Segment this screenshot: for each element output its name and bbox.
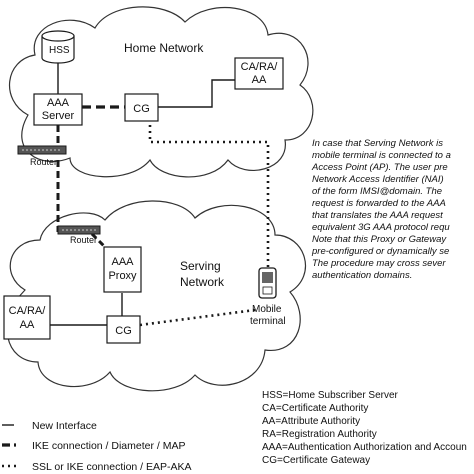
hss-label: HSS bbox=[49, 45, 70, 56]
description-line: that translates the AAA request bbox=[312, 210, 443, 221]
ca-ra-aa-home-label-line2: AA bbox=[252, 74, 267, 86]
serving-network-label-line2: Network bbox=[180, 275, 225, 289]
mobile-phone-icon bbox=[258, 267, 277, 299]
description-line: authentication domains. bbox=[312, 270, 412, 281]
legend-label: New Interface bbox=[32, 420, 97, 432]
router-home-label: Router bbox=[30, 157, 57, 167]
description-line: The procedure may cross sever bbox=[312, 258, 446, 269]
router-serving-label: Router bbox=[70, 235, 97, 245]
description-line: In case that Serving Network is bbox=[312, 138, 443, 149]
description-line: mobile terminal is connected to a bbox=[312, 150, 451, 161]
aaa-server-label-line2: Server bbox=[42, 110, 75, 122]
cg-home-label: CG bbox=[133, 103, 150, 115]
hss-database: HSS bbox=[41, 30, 75, 64]
serving-network-label-line1: Serving bbox=[180, 259, 221, 273]
serving-network-cloud bbox=[6, 200, 307, 392]
abbreviation-item: CA=Certificate Authority bbox=[262, 403, 368, 414]
abbreviation-item: AAA=Authentication Authorization and Acc… bbox=[262, 442, 467, 453]
legend: New Interface IKE connection / Diameter … bbox=[2, 420, 192, 473]
mobile-terminal-label-line2: terminal bbox=[250, 316, 286, 327]
description-line: of the form IMSI@domain. The bbox=[312, 186, 442, 197]
cg-home-box bbox=[124, 93, 159, 122]
abbreviation-item: RA=Registration Authority bbox=[262, 429, 377, 440]
abbreviation-item: CG=Certificate Gateway bbox=[262, 455, 370, 466]
router-home bbox=[17, 145, 67, 155]
cg-serving-box bbox=[106, 315, 141, 344]
link-router-proxy bbox=[90, 232, 108, 250]
legend-label: SSL or IKE connection / EAP-AKA bbox=[32, 461, 192, 473]
ca-ra-aa-home-box bbox=[234, 57, 284, 90]
router-serving bbox=[57, 225, 101, 235]
description-line: Note that this Proxy or Gateway bbox=[312, 234, 447, 245]
ca-ra-aa-home-label-line1: CA/RA/ bbox=[241, 61, 279, 73]
link-cg-ca-home bbox=[158, 79, 235, 108]
ca-ra-aa-serving-label-line1: CA/RA/ bbox=[9, 305, 47, 317]
aaa-proxy-label-line1: AAA bbox=[111, 256, 134, 268]
ca-ra-aa-serving-box bbox=[3, 295, 51, 340]
ca-ra-aa-serving-label-line2: AA bbox=[20, 319, 35, 331]
mobile-terminal-label-line1: Mobile bbox=[252, 304, 282, 315]
description-line: request is forwarded to the AAA bbox=[312, 198, 446, 209]
aaa-proxy-box bbox=[103, 246, 142, 293]
description-line: pre-configured or dynamically se bbox=[311, 246, 449, 257]
description-text: In case that Serving Network is mobile t… bbox=[311, 138, 451, 281]
abbreviation-item: AA=Attribute Authority bbox=[262, 416, 360, 427]
abbreviation-item: HSS=Home Subscriber Server bbox=[262, 390, 399, 401]
home-network-cloud bbox=[8, 6, 314, 178]
home-network-label: Home Network bbox=[124, 41, 204, 55]
legend-label: IKE connection / Diameter / MAP bbox=[32, 440, 185, 452]
link-cg-mobile bbox=[139, 308, 256, 327]
aaa-server-box bbox=[33, 93, 83, 126]
aaa-server-label-line1: AAA bbox=[47, 97, 70, 109]
description-line: Access Point (AP). The user pre bbox=[311, 162, 448, 173]
link-cg-home-mobile bbox=[148, 125, 270, 268]
description-line: Network Access Identifier (NAI) bbox=[312, 174, 444, 185]
abbreviations-list: HSS=Home Subscriber Server CA=Certificat… bbox=[262, 390, 467, 466]
aaa-proxy-label-line2: Proxy bbox=[108, 270, 137, 282]
description-line: equivalent 3G AAA protocol requ bbox=[312, 222, 450, 233]
cg-serving-label: CG bbox=[115, 325, 132, 337]
